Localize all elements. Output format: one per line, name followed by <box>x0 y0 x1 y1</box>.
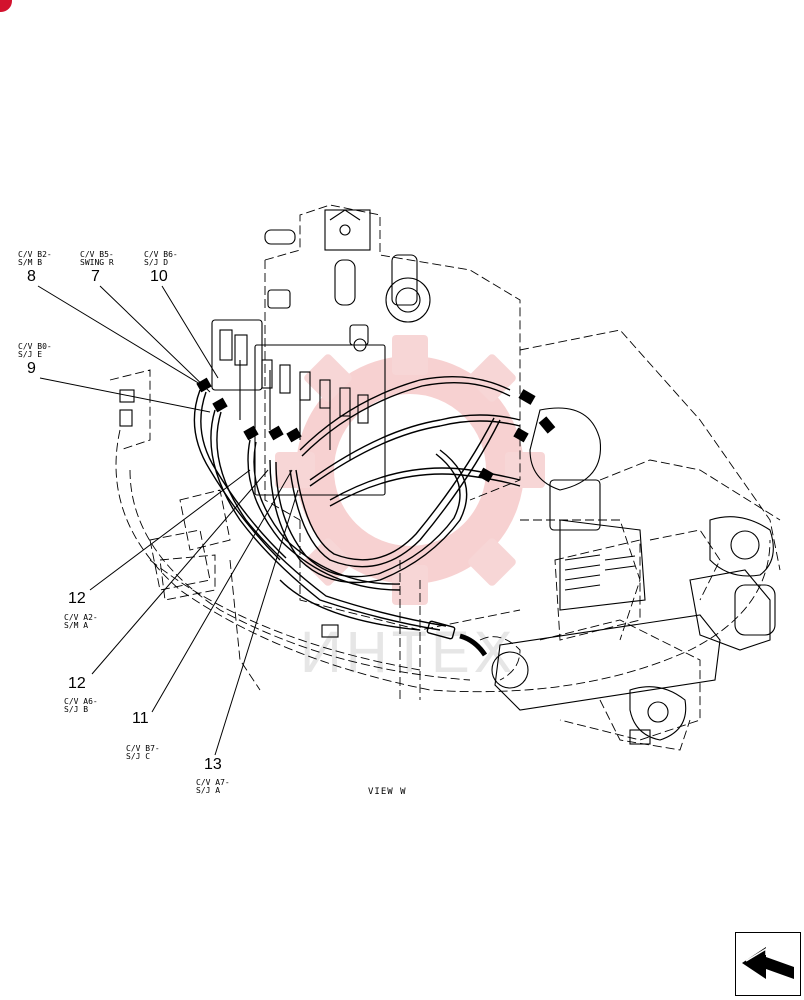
watermark-text: ИНТЕХ <box>300 620 516 685</box>
next-page-arrow-icon <box>742 947 794 979</box>
leader-lines <box>37 285 299 756</box>
callout-13-line1: C/V A7- <box>196 778 230 787</box>
callout-12b-line2: S/J B <box>64 705 89 714</box>
next-page-button[interactable] <box>735 932 801 996</box>
callout-12b-number: 12 <box>68 675 86 692</box>
callout-8-line1: C/V B2- <box>18 250 52 259</box>
callout-11-line1: C/V B7- <box>126 744 160 753</box>
hose-fittings <box>196 377 556 483</box>
callout-9-line2: S/J E <box>18 350 43 359</box>
callout-13-number: 13 <box>204 756 222 773</box>
view-label: VIEW W <box>368 787 407 797</box>
hydraulic-hoses <box>193 376 521 657</box>
callout-12a-number: 12 <box>68 590 86 607</box>
callout-7-line2: SWING R <box>80 258 114 267</box>
callout-8-line2: S/M B <box>18 258 43 267</box>
callout-10-number: 10 <box>150 268 168 285</box>
callout-11-line2: S/J C <box>126 752 151 761</box>
callout-7-line1: C/V B5- <box>80 250 114 259</box>
callout-12a-line2: S/M A <box>64 621 89 630</box>
callout-12a-line1: C/V A2- <box>64 613 98 622</box>
callout-10-line2: S/J D <box>144 258 169 267</box>
callout-12b-line1: C/V A6- <box>64 697 98 706</box>
callout-9-line1: C/V B0- <box>18 342 52 351</box>
machine-outline <box>119 209 776 745</box>
callout-9-number: 9 <box>27 360 36 377</box>
callout-13-line2: S/J A <box>196 786 221 795</box>
callout-7-number: 7 <box>91 268 100 285</box>
platform-outline <box>109 204 781 751</box>
callout-10-line1: C/V B6- <box>144 250 178 259</box>
callout-11-number: 11 <box>132 710 149 727</box>
callout-8-number: 8 <box>27 268 36 285</box>
